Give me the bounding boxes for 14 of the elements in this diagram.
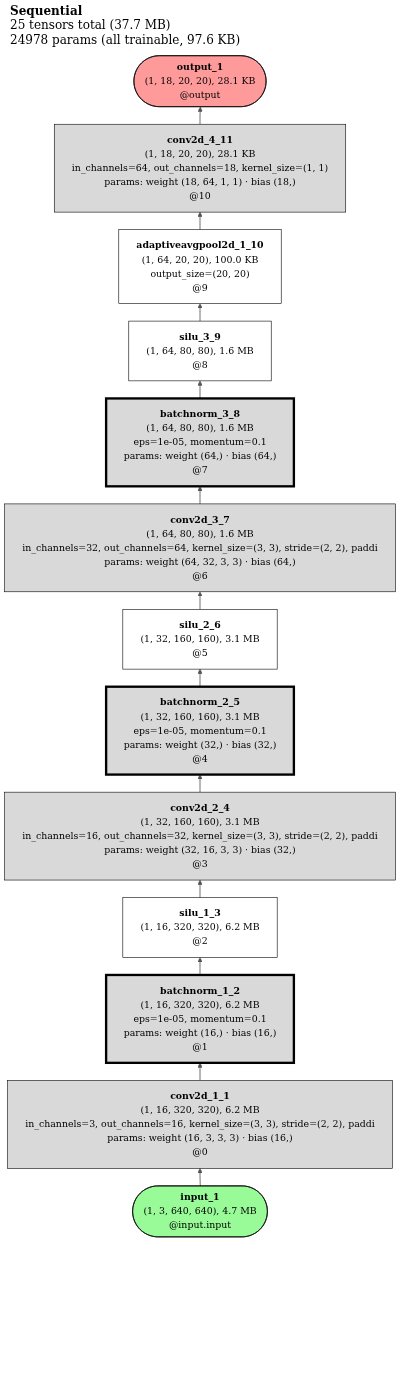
node-box: conv2d_3_7 (1, 64, 80, 80), 1.6 MB in_channels=32, out_channels=64, kernel_size=(3, 3), stride=(2, 2), paddi params: weight (64, 32, 3, 3) · bias (64,) @6 [4, 503, 396, 593]
summary-note: 25 tensors total (37.7 MB) [10, 18, 172, 33]
summary-note: 24978 params (all trainable, 97.6 KB) [10, 32, 242, 48]
node-box: batchnorm_1_2 (1, 16, 320, 320), 6.2 MB eps=1e-05, momentum=0.1 params: weight (16,) · bias (16,) @1 [104, 973, 296, 1065]
node-box: silu_3_9 (1, 64, 80, 80), 1.6 MB @8 [128, 320, 272, 382]
node-box: silu_1_3 (1, 16, 320, 320), 6.2 MB @2 [122, 897, 278, 958]
node-box: batchnorm_3_8 (1, 64, 80, 80), 1.6 MB eps=1e-05, momentum=0.1 params: weight (64,) · bias (64,) @7 [104, 397, 296, 488]
node-box: conv2d_4_11 (1, 18, 20, 20), 28.1 KB in_channels=64, out_channels=18, kernel_size=(1, 1) params: weight (18, 64, 1, 1) · bias (18,) @10 [54, 124, 346, 213]
node-box: conv2d_2_4 (1, 32, 160, 160), 3.1 MB in_channels=16, out_channels=32, kernel_size=(3, 3), stride=(2, 2), paddi params: weight (32, 16, 3, 3) · bias (32,) @3 [4, 792, 396, 881]
node-box: silu_2_6 (1, 32, 160, 160), 3.1 MB @5 [122, 609, 278, 670]
node-box: conv2d_1_1 (1, 16, 320, 320), 6.2 MB in_channels=3, out_channels=16, kernel_size=(3, 3), stride=(2, 2), paddi params: weight (16, 3, 3, 3) · bias (16,) @0 [7, 1080, 393, 1169]
node-box: batchnorm_2_5 (1, 32, 160, 160), 3.1 MB eps=1e-05, momentum=0.1 params: weight (32,) · bias (32,) @4 [104, 685, 296, 776]
node-box: adaptiveavgpool2d_1_10 (1, 64, 20, 20), 100.0 KB output_size=(20, 20) @9 [118, 229, 282, 304]
diagram-title: Sequential [10, 4, 84, 19]
